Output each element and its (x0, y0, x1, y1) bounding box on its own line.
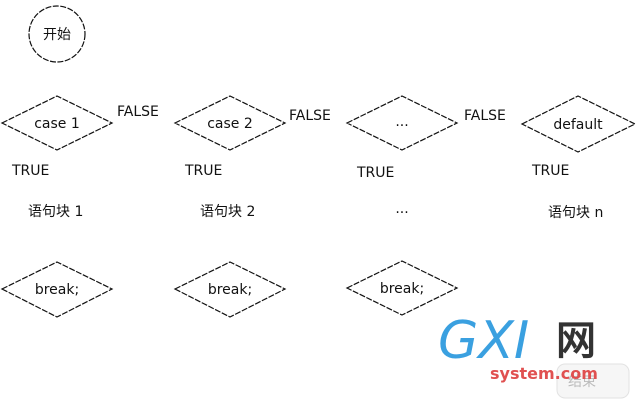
false-label: FALSE (117, 104, 159, 120)
decision-label: ... (395, 114, 408, 130)
decision-default: default (520, 95, 637, 153)
decision-case-1: case 1 (0, 95, 114, 151)
end-node: 结束 (556, 363, 630, 399)
decision-label: default (553, 117, 603, 133)
break-node: break; (345, 260, 459, 316)
start-label: 开始 (43, 27, 71, 43)
break-label: break; (380, 281, 424, 297)
decision-case-2: case 2 (173, 95, 287, 151)
false-label: FALSE (464, 108, 506, 124)
decision-label: case 2 (207, 116, 253, 132)
watermark-net: 网 (556, 318, 596, 364)
watermark-url: system.com (490, 364, 598, 383)
break-node: break; (173, 261, 287, 318)
end-label: 结束 (568, 374, 596, 390)
decision-ellipsis: ... (345, 95, 459, 151)
start-node: 开始 (28, 5, 86, 63)
true-label: TRUE (531, 163, 569, 179)
watermark-letters: GXI (438, 311, 529, 371)
break-label: break; (208, 282, 252, 298)
true-label: TRUE (356, 165, 394, 181)
statement-label: 语句块 n (548, 205, 603, 221)
true-label: TRUE (11, 163, 49, 179)
break-label: break; (35, 282, 79, 298)
statement-label: ... (395, 201, 408, 217)
false-label: FALSE (289, 108, 331, 124)
decision-label: case 1 (34, 116, 80, 132)
true-label: TRUE (184, 163, 222, 179)
break-node: break; (0, 261, 114, 318)
statement-label: 语句块 1 (28, 204, 83, 220)
statement-label: 语句块 2 (200, 204, 255, 220)
watermark-logo: GXI 网 system.com (438, 311, 598, 383)
